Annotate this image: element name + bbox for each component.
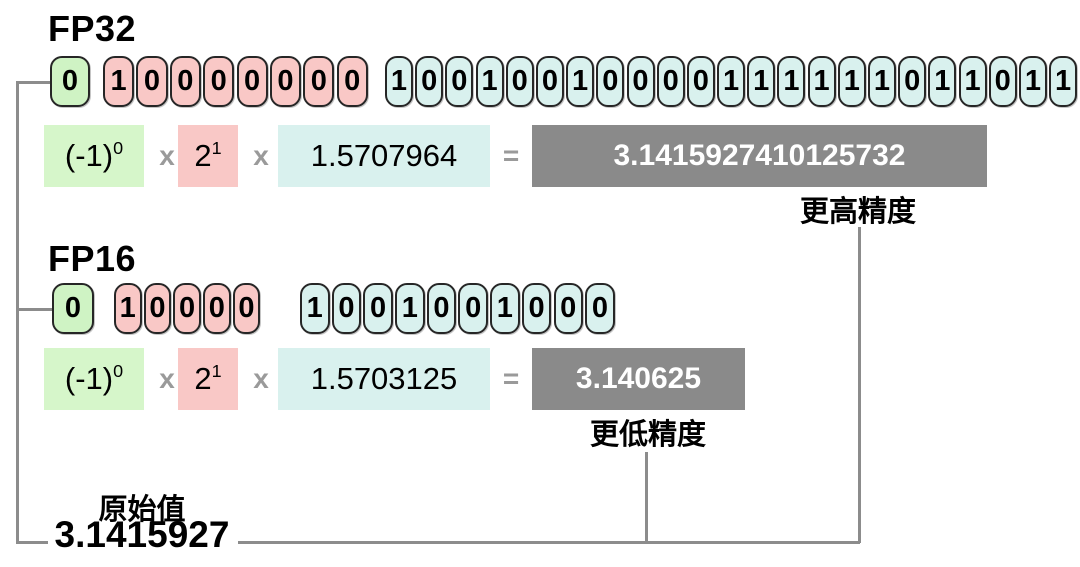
fp32-exponent-bit-cell: 0 [136, 56, 168, 107]
fp16-exponent-term-exponent: 1 [211, 360, 222, 381]
fp16-exponent-bit-cell: 0 [203, 283, 231, 334]
fp32-mantissa-bit-cell: 0 [988, 56, 1017, 107]
fp32-exponent-bit-cell: 0 [303, 56, 335, 107]
fp16-mantissa-bit-cell: 1 [395, 283, 425, 334]
fp32-mantissa-bit-cell: 1 [566, 56, 595, 107]
fp16-sign-term: (-1)0 [44, 348, 144, 410]
fp32-mantissa-term: 1.5707964 [278, 125, 490, 187]
fp32-equals-operator: = [502, 140, 520, 171]
fp32-mantissa-bit-cell: 0 [656, 56, 685, 107]
fp16-mantissa-bit-cell: 0 [458, 283, 488, 334]
fp32-mantissa-bit-cell: 1 [717, 56, 746, 107]
fp16-mantissa-bit-cell: 1 [490, 283, 520, 334]
fp32-mantissa-bit-cell: 1 [928, 56, 957, 107]
fp32-mantissa-bit-cell: 1 [837, 56, 866, 107]
fp32-exponent-term-exponent: 1 [211, 137, 222, 158]
fp16-mantissa-bit-cell: 0 [585, 283, 615, 334]
fp32-sign-bit-cell: 0 [50, 56, 90, 107]
connector-fp32-sign-stub [16, 81, 52, 84]
fp32-mantissa-bit-cell: 1 [475, 56, 504, 107]
fp32-mantissa-bit-cell: 0 [415, 56, 444, 107]
fp32-mantissa-bit-cell: 1 [958, 56, 987, 107]
fp32-times-operator-2: x [253, 140, 269, 171]
fp16-equals-operator: = [502, 363, 520, 394]
fp32-sign-term: (-1)0 [44, 125, 144, 187]
fp16-mantissa-term: 1.5703125 [278, 348, 490, 410]
fp32-mantissa-bit-cell: 1 [868, 56, 896, 107]
fp16-sign-bit-cell: 0 [52, 283, 94, 334]
fp32-mantissa-bit-cell: 0 [445, 56, 474, 107]
fp16-exponent-term-base: 2 [194, 361, 212, 396]
fp32-mantissa-bit-cell: 1 [1049, 56, 1078, 107]
fp32-mantissa-bit-cell: 1 [807, 56, 836, 107]
original-value-label: 原始值 [98, 494, 186, 526]
fp16-result-box: 3.140625 [532, 348, 745, 410]
fp32-exponent-bit-cell: 0 [336, 56, 368, 107]
fp32-times-operator-1: x [159, 140, 175, 171]
fp32-mantissa-bit-cell: 1 [777, 56, 806, 107]
fp16-mantissa-bit-cell: 0 [426, 283, 457, 334]
fp32-exponent-bit-cell: 0 [169, 56, 201, 107]
fp16-title: FP16 [48, 238, 137, 279]
fp32-exponent-bit-cell: 0 [269, 56, 302, 107]
fp16-mantissa-bit-cell: 0 [553, 283, 583, 334]
fp16-exponent-bit-cell: 0 [173, 283, 201, 334]
fp32-mantissa-bit-cell: 1 [385, 56, 413, 107]
fp16-precision-label: 更低精度 [589, 419, 706, 451]
fp32-mantissa-bit-cell: 0 [596, 56, 625, 107]
fp32-exponent-bit-cell: 0 [203, 56, 235, 107]
fp32-result-box: 3.1415927410125732 [532, 125, 987, 187]
connector-high-precision-vertical [858, 227, 861, 543]
fp32-title: FP32 [48, 8, 137, 49]
fp16-exponent-bit-cell: 0 [143, 283, 172, 334]
fp16-times-operator-2: x [253, 363, 269, 394]
fp16-mantissa-bit-cell: 0 [521, 283, 552, 334]
fp32-mantissa-bit-cell: 0 [898, 56, 927, 107]
fp16-times-operator-1: x [159, 363, 175, 394]
fp32-sign-bit-group: 0 [50, 56, 90, 107]
original-value: 3.1415927 [54, 514, 230, 555]
connector-left-vertical [16, 82, 19, 543]
connector-low-precision-vertical [645, 452, 648, 543]
fp32-mantissa-bit-cell: 1 [747, 56, 776, 107]
fp32-mantissa-bit-cell: 0 [686, 56, 715, 107]
fp32-mantissa-bit-cell: 1 [1018, 56, 1047, 107]
fp32-exponent-bit-cell: 1 [103, 56, 135, 107]
fp32-exponent-term-base: 2 [194, 138, 212, 173]
fp16-mantissa-bit-cell: 1 [300, 283, 330, 334]
fp16-sign-bit-group: 0 [52, 283, 94, 334]
fp32-precision-label: 更高精度 [799, 196, 916, 228]
fp32-mantissa-bit-cell: 0 [505, 56, 534, 107]
fp32-mantissa-bit-cell: 0 [626, 56, 655, 107]
fp32-sign-term-base: (-1) [64, 138, 114, 173]
fp16-exponent-bit-cell: 0 [232, 283, 261, 334]
fp32-sign-term-exponent: 0 [113, 137, 124, 158]
connector-original-stub [16, 541, 48, 544]
connector-bottom-horizontal [238, 541, 860, 544]
fp16-sign-term-base: (-1) [64, 361, 114, 396]
connector-fp16-sign-stub [16, 308, 54, 311]
fp16-mantissa-bit-cell: 0 [363, 283, 393, 334]
fp16-sign-term-exponent: 0 [113, 360, 124, 381]
fp32-exponent-bit-cell: 0 [236, 56, 268, 107]
fp16-exponent-bit-cell: 1 [114, 283, 142, 334]
fp16-mantissa-bit-cell: 0 [331, 283, 362, 334]
fp32-mantissa-bit-cell: 0 [535, 56, 564, 107]
